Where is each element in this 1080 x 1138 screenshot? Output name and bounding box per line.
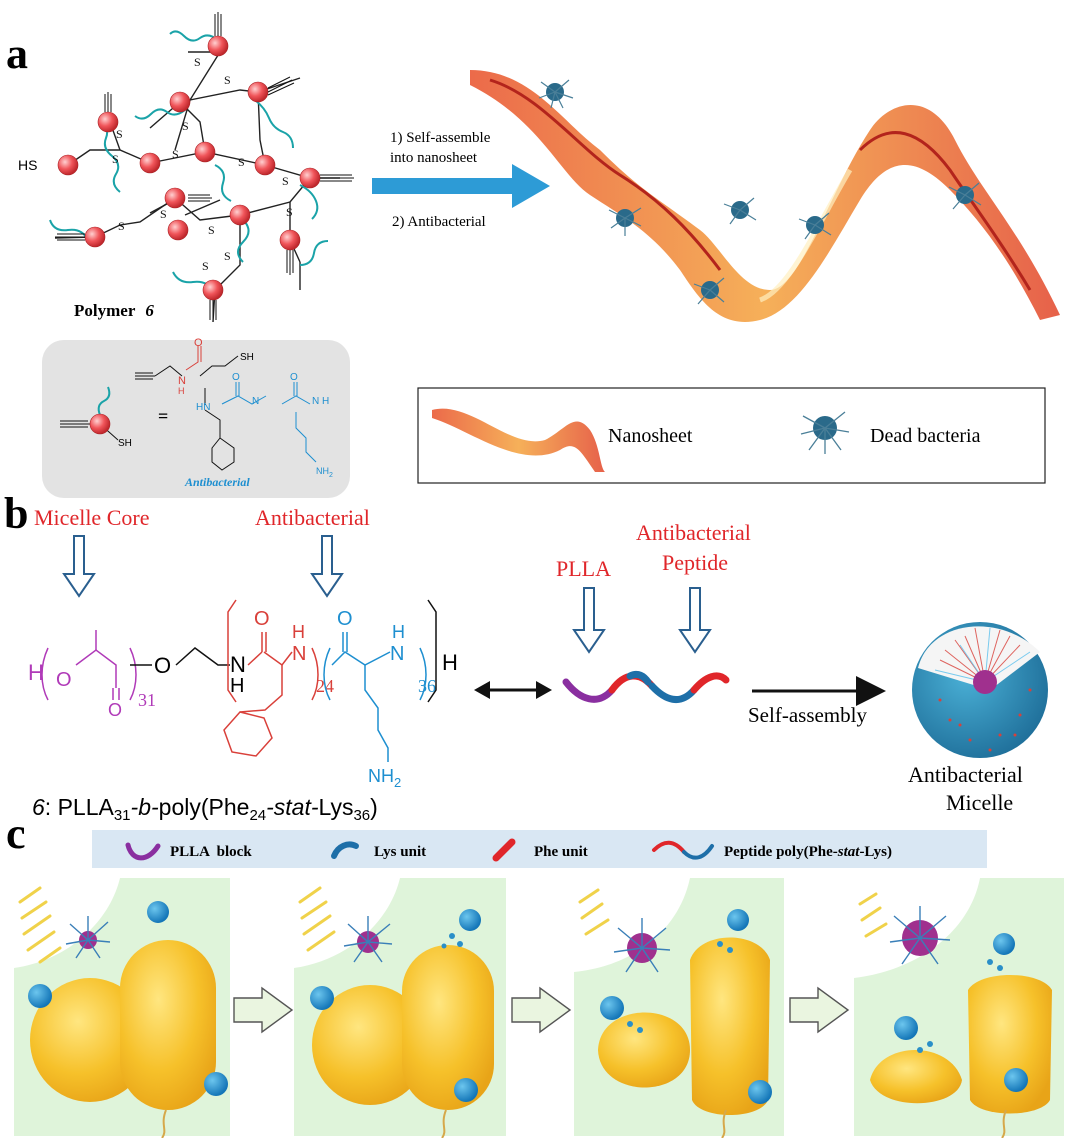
atom-n-linker: N [230, 652, 246, 677]
monomer-equals: = [158, 406, 168, 426]
panel-b-letter: b [4, 489, 28, 538]
svg-text:S: S [172, 147, 179, 161]
label-micelle-core: Micelle Core [34, 505, 149, 530]
svg-text:O: O [232, 372, 240, 383]
atom-nh2: NH2 [368, 766, 401, 790]
svg-text:H: H [322, 396, 329, 407]
svg-text:N: N [312, 396, 319, 407]
svg-text:HN: HN [196, 402, 210, 413]
stage-4-illustration [854, 878, 1064, 1138]
peptide-icon [652, 840, 714, 860]
stage-arrow-1 [233, 986, 294, 1034]
nanosheet-legend-box: Nanosheet Dead bacteria [417, 387, 1046, 484]
atom-o-carbonyl: O [108, 700, 122, 720]
svg-text:S: S [116, 127, 123, 141]
stage-arrow-3 [789, 986, 850, 1034]
label-self-assembly: Self-assembly [748, 703, 867, 727]
plla-block-icon [125, 842, 161, 861]
svg-text:S: S [118, 219, 125, 233]
svg-text:S: S [182, 119, 189, 133]
lys-unit-icon [331, 841, 359, 859]
polymer-label: Polymer 6 [74, 301, 154, 320]
step-1-line-1: 1) Self-assemble [390, 130, 491, 146]
label-peptide-line-2: Peptide [662, 550, 728, 575]
polymer-6-network: S S S S S S S S S S S S S S HS [18, 12, 354, 323]
hs-label: HS [18, 157, 37, 173]
panel-c-letter: c [6, 809, 26, 858]
atom-n-phe: N [292, 643, 306, 665]
atom-o-lys: O [337, 608, 353, 630]
atom-h-phe: H [292, 622, 305, 642]
step-2-label: 2) Antibacterial [392, 214, 486, 230]
double-arrow [474, 681, 552, 699]
atom-h-linker: H [230, 675, 244, 697]
label-plla: PLLA [556, 556, 611, 581]
svg-text:S: S [112, 152, 119, 166]
dead-bacteria-legend-icon [800, 411, 850, 454]
svg-text:N: N [178, 375, 186, 387]
hollow-down-arrows [62, 535, 712, 654]
svg-text:S: S [286, 205, 293, 219]
svg-text:N: N [252, 396, 259, 407]
atom-o-plla: O [56, 669, 72, 691]
sub-36: 36 [418, 676, 436, 696]
monomer-legend-box: SH = O N H SH HN [42, 337, 350, 498]
legend-peptide: Peptide poly(Phe-stat-Lys) [724, 844, 892, 860]
sub-31: 31 [138, 690, 156, 710]
svg-text:S: S [224, 249, 231, 263]
antibacterial-micelle-illustration [912, 622, 1048, 758]
stage-3-illustration [574, 878, 784, 1138]
svg-text:H: H [178, 386, 185, 396]
legend-plla-block: PLLA block [170, 844, 252, 860]
stage-1-illustration [14, 878, 230, 1138]
svg-text:O: O [194, 337, 203, 349]
svg-text:S: S [202, 259, 209, 273]
atom-o-phe: O [254, 608, 270, 630]
stage-arrow-2 [511, 986, 572, 1034]
block-copolymer-structure: H O O 31 O N H O H N 24 O [28, 599, 458, 790]
legend-phe-unit: Phe unit [534, 844, 588, 860]
monomer-structure: O N H SH HN O N O N H NH2 [135, 337, 333, 479]
label-peptide-line-1: Antibacterial [636, 520, 751, 545]
legend-dead-bacteria: Dead bacteria [870, 425, 981, 447]
svg-text:S: S [224, 73, 231, 87]
copolymer-ribbon [562, 670, 730, 703]
blue-process-arrow [372, 164, 550, 208]
legend-nanosheet: Nanosheet [608, 425, 693, 447]
label-antibacterial: Antibacterial [255, 505, 370, 530]
atom-h-left: H [28, 660, 44, 685]
monomer-sh-top: SH [240, 352, 254, 363]
svg-text:S: S [238, 155, 245, 169]
atom-h-lys: H [392, 622, 405, 642]
monomer-nh2: NH2 [316, 466, 333, 479]
svg-text:S: S [208, 223, 215, 237]
micelle-label-line-1: Antibacterial [908, 762, 1023, 787]
svg-text:O: O [290, 372, 298, 383]
legend-lys-unit: Lys unit [374, 844, 426, 860]
nanosheet-illustration [470, 70, 1060, 322]
monomer-sh-left: SH [118, 438, 132, 449]
step-1-line-2: into nanosheet [390, 150, 478, 166]
antibacterial-tag: Antibacterial [184, 475, 250, 489]
phe-unit-icon [492, 838, 516, 862]
svg-text:S: S [194, 55, 201, 69]
svg-text:S: S [160, 207, 167, 221]
svg-text:S: S [282, 174, 289, 188]
atom-h-terminal: H [442, 650, 458, 675]
stage-2-illustration [294, 878, 506, 1138]
nanosheet-legend-icon [432, 408, 605, 472]
panel-c-legend: PLLA block Lys unit Phe unit Peptide pol… [92, 830, 987, 868]
atom-o-linker: O [154, 653, 171, 678]
polymer-caption: 6: PLLA31-b-poly(Phe24-stat-Lys36) [32, 794, 378, 824]
panel-a-letter: a [6, 29, 28, 78]
atom-n-lys: N [390, 643, 404, 665]
micelle-label-line-2: Micelle [946, 790, 1013, 815]
